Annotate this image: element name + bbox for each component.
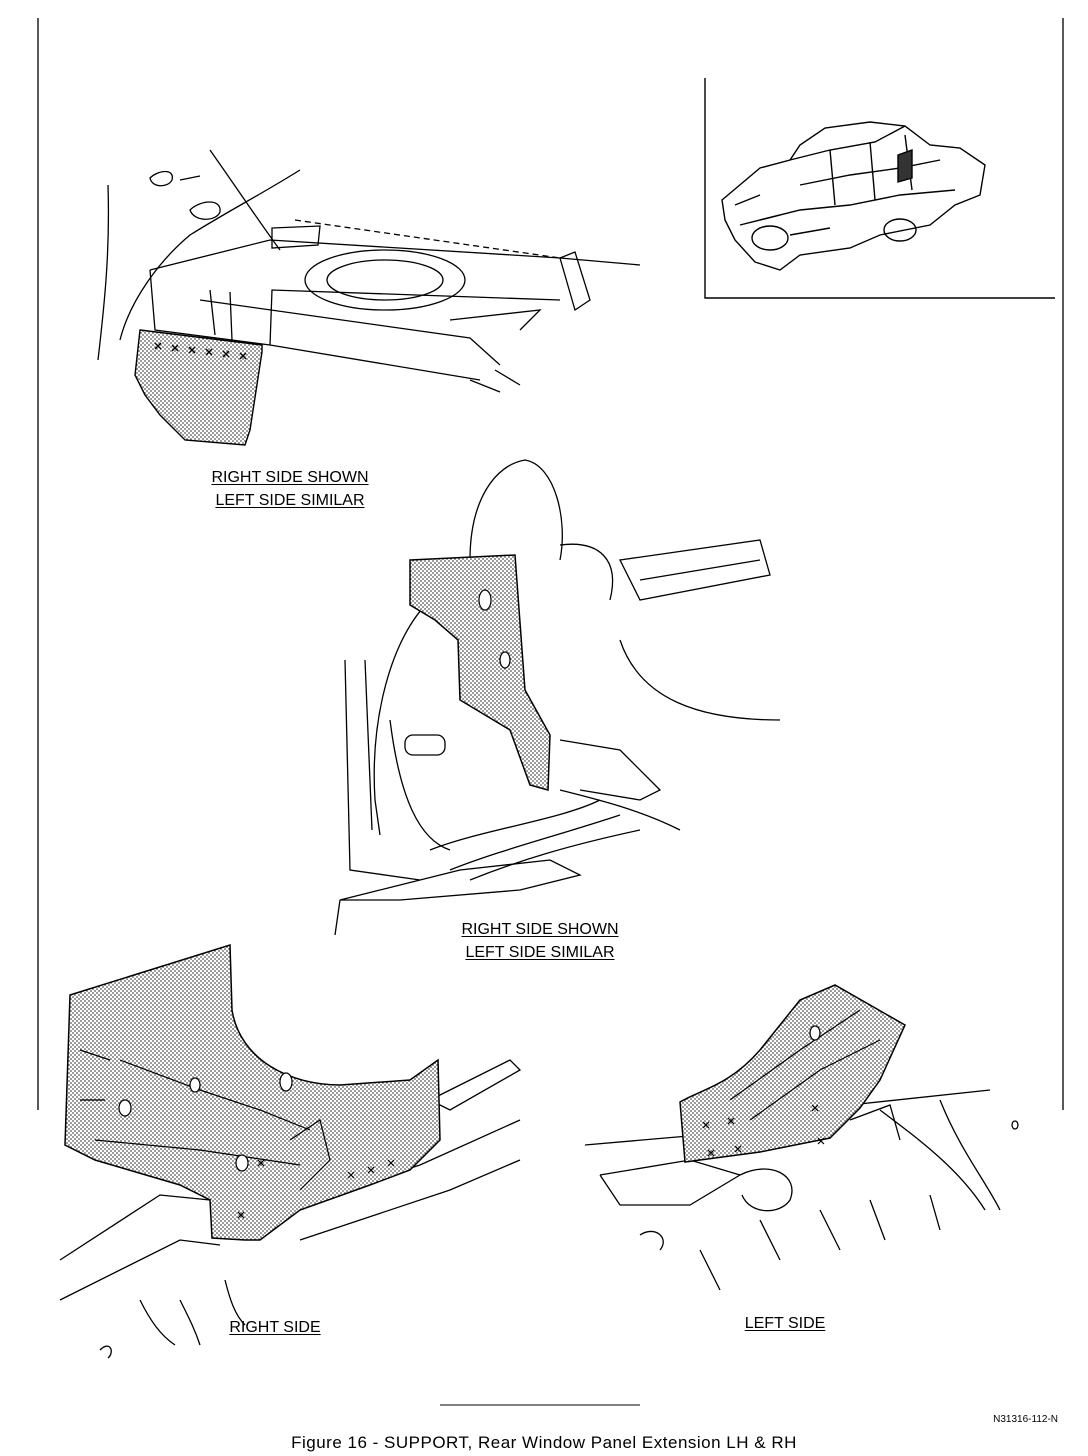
left-side-callout: LEFT SIDE [744,1315,826,1332]
left-side-highlighted-support [679,984,906,1163]
left-side-illustration [584,1089,1019,1291]
left-side-details [702,1009,881,1157]
figure-code: N31316-112-N [993,1414,1058,1425]
top-callout-line1: RIGHT SIDE SHOWN [211,469,369,486]
top-weld-marks [154,342,247,360]
page-frame [37,18,1064,1110]
top-callout-line2: LEFT SIDE SIMILAR [215,492,365,509]
right-side-illustration [59,1059,522,1359]
middle-support-illustration [334,459,781,936]
rear-shelf-illustration [97,149,641,393]
middle-support-holes [478,589,511,669]
vehicle-body-inset [704,78,1055,299]
middle-highlighted-support [409,554,551,791]
right-side-details [79,1049,395,1219]
top-highlighted-panel [134,329,263,446]
middle-callout-line2: LEFT SIDE SIMILAR [465,944,615,961]
figure-caption: Figure 16 - SUPPORT, Rear Window Panel E… [291,1433,797,1452]
middle-callout-line1: RIGHT SIDE SHOWN [461,921,619,938]
right-side-callout: RIGHT SIDE [229,1319,321,1336]
right-side-highlighted-panel [64,943,441,1241]
